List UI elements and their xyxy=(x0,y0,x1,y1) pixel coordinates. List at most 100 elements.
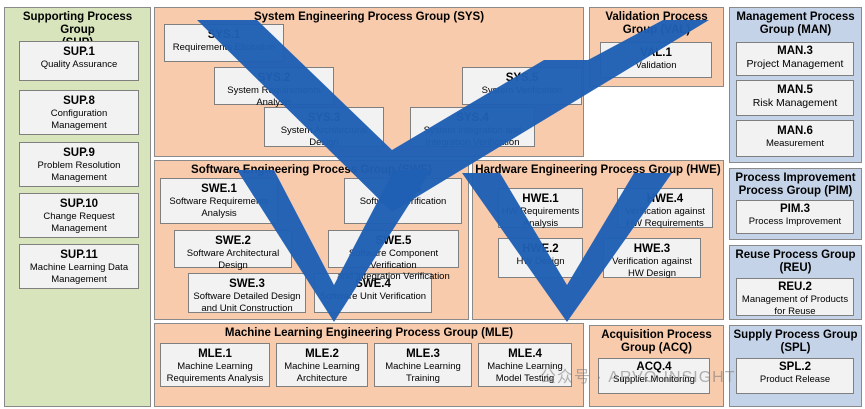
process-name: Validation xyxy=(635,60,677,71)
process-reu2[interactable]: REU.2 Management of Products for Reuse xyxy=(736,278,854,317)
process-sup8[interactable]: SUP.8 Configuration Management xyxy=(19,90,139,135)
process-swe3[interactable]: SWE.3 Software Detailed Design and Unit … xyxy=(188,273,306,314)
process-id: SUP.8 xyxy=(63,95,95,107)
process-val1[interactable]: VAL.1 Validation xyxy=(600,42,712,78)
process-name: Software Detailed Design and Unit Constr… xyxy=(193,291,301,314)
process-name: System Architectural Design xyxy=(280,125,368,148)
process-name: Configuration Management xyxy=(50,108,108,131)
process-id: SPL.2 xyxy=(779,361,811,373)
process-name: Software Requirements Analysis xyxy=(169,196,269,219)
process-sys4[interactable]: SYS.4 System Integration and Integration… xyxy=(410,107,535,148)
process-id: SYS.2 xyxy=(257,72,291,84)
process-swe6[interactable]: SWE.6 Software Verification xyxy=(344,178,462,224)
process-name: Verification against HW Design xyxy=(612,256,692,279)
group-swe-title: Software Engineering Process Group (SWE) xyxy=(191,164,432,176)
process-name: Machine Learning Architecture xyxy=(284,361,360,384)
process-mle4[interactable]: MLE.4 Machine Learning Model Testing xyxy=(478,343,572,387)
process-id: MAN.6 xyxy=(777,125,813,137)
process-mle2[interactable]: MLE.2 Machine Learning Architecture xyxy=(276,343,368,387)
process-man6[interactable]: MAN.6 Measurement xyxy=(736,120,854,157)
process-sup11[interactable]: SUP.11 Machine Learning Data Management xyxy=(19,244,139,289)
process-id: SWE.3 xyxy=(229,278,265,290)
process-sys3[interactable]: SYS.3 System Architectural Design xyxy=(264,107,384,148)
process-id: HWE.3 xyxy=(633,243,671,255)
process-swe1[interactable]: SWE.1 Software Requirements Analysis xyxy=(160,178,278,224)
process-name: Machine Learning Training xyxy=(385,361,461,384)
process-name: System Verification xyxy=(481,85,563,96)
process-swe5[interactable]: SWE.5 Software Component Verification an… xyxy=(328,230,459,282)
process-name: Management of Products for Reuse xyxy=(741,294,849,317)
process-id: SUP.9 xyxy=(63,147,95,159)
process-swe2[interactable]: SWE.2 Software Architectural Design xyxy=(174,230,292,271)
watermark: 公众号 · ARVO-INSIGHT xyxy=(540,369,736,386)
process-id: SUP.10 xyxy=(59,198,99,210)
process-id: MAN.3 xyxy=(777,45,813,57)
process-sup9[interactable]: SUP.9 Problem Resolution Management xyxy=(19,142,139,187)
process-mle3[interactable]: MLE.3 Machine Learning Training xyxy=(374,343,472,387)
group-sys-title: System Engineering Process Group (SYS) xyxy=(253,11,485,23)
process-name: Software Architectural Design xyxy=(186,248,280,271)
process-id: VAL.1 xyxy=(640,47,672,59)
process-id: SYS.4 xyxy=(456,112,489,124)
process-pim3[interactable]: PIM.3 Process Improvement xyxy=(736,200,854,234)
process-name: Risk Management xyxy=(752,97,838,109)
process-hwe1[interactable]: HWE.1 HW Requirements Analysis xyxy=(498,188,583,229)
group-acq-title: Acquisition Process Group (ACQ) xyxy=(601,329,712,354)
process-name: System Integration and Integration Verif… xyxy=(423,125,522,148)
process-name: Change Request Management xyxy=(43,211,115,234)
process-name: Problem Resolution Management xyxy=(37,160,121,183)
process-name: Quality Assurance xyxy=(40,59,118,70)
process-hwe3[interactable]: HWE.3 Verification against HW Design xyxy=(603,238,701,279)
process-id: SUP.1 xyxy=(63,46,95,58)
process-name: HW Design xyxy=(516,256,565,267)
process-id: SWE.5 xyxy=(375,235,412,247)
process-name: Project Management xyxy=(746,58,844,70)
process-name: Requirements Elicitation xyxy=(172,42,276,53)
process-name: Supplier Monitoring xyxy=(613,374,695,385)
process-mle1[interactable]: MLE.1 Machine Learning Requirements Anal… xyxy=(160,343,270,387)
process-id: SWE.6 xyxy=(385,183,421,195)
process-man3[interactable]: MAN.3 Project Management xyxy=(736,42,854,76)
process-name: Software Unit Verification xyxy=(319,291,427,302)
process-sys5[interactable]: SYS.5 System Verification xyxy=(462,67,582,105)
process-hwe2[interactable]: HWE.2 HW Design xyxy=(498,238,583,278)
process-name: Process Improvement xyxy=(748,216,842,227)
group-hwe-title: Hardware Engineering Process Group (HWE) xyxy=(475,164,721,176)
process-spl2[interactable]: SPL.2 Product Release xyxy=(736,358,854,394)
process-hwe4[interactable]: HWE.4 Verification against HW Requiremen… xyxy=(617,188,713,229)
process-sys1[interactable]: SYS.1 Requirements Elicitation xyxy=(164,24,284,62)
process-name: Verification against HW Requirements xyxy=(625,206,705,229)
process-id: MLE.3 xyxy=(406,348,440,360)
process-name: Software Component Verification and Inte… xyxy=(337,248,450,282)
process-id: MLE.1 xyxy=(198,348,232,360)
process-man5[interactable]: MAN.5 Risk Management xyxy=(736,80,854,116)
process-sup10[interactable]: SUP.10 Change Request Management xyxy=(19,193,139,238)
group-mle-title: Machine Learning Engineering Process Gro… xyxy=(224,327,514,339)
process-id: SYS.3 xyxy=(307,112,341,124)
process-name: Software Verification xyxy=(359,196,447,207)
process-name: Machine Learning Requirements Analysis xyxy=(166,361,264,384)
process-id: MLE.2 xyxy=(305,348,339,360)
process-id: PIM.3 xyxy=(779,203,811,215)
group-pim-title: Process Improvement Process Group (PIM) xyxy=(735,172,856,197)
process-name: Measurement xyxy=(765,138,825,149)
process-name: Product Release xyxy=(759,374,831,385)
process-id: REU.2 xyxy=(778,281,812,293)
group-reu-title: Reuse Process Group (REU) xyxy=(735,249,856,274)
process-id: HWE.1 xyxy=(522,193,559,205)
process-id: MAN.5 xyxy=(777,84,813,96)
process-sys2[interactable]: SYS.2 System Requirements Analysis xyxy=(214,67,334,108)
process-id: HWE.4 xyxy=(646,193,684,205)
process-id: SWE.2 xyxy=(215,235,251,247)
process-id: SUP.11 xyxy=(60,249,98,261)
process-acq4[interactable]: ACQ.4 Supplier Monitoring xyxy=(598,358,710,394)
process-id: SYS.1 xyxy=(207,29,241,41)
process-sup1[interactable]: SUP.1 Quality Assurance xyxy=(19,41,139,81)
process-id: ACQ.4 xyxy=(636,361,672,373)
process-name: Machine Learning Data Management xyxy=(29,262,129,285)
group-val-title: Validation Process Group (VAL) xyxy=(605,11,708,36)
process-name: System Requirements Analysis xyxy=(227,85,321,108)
group-spl-title: Supply Process Group (SPL) xyxy=(733,329,858,354)
process-id: HWE.2 xyxy=(522,243,559,255)
process-id: MLE.4 xyxy=(508,348,542,360)
